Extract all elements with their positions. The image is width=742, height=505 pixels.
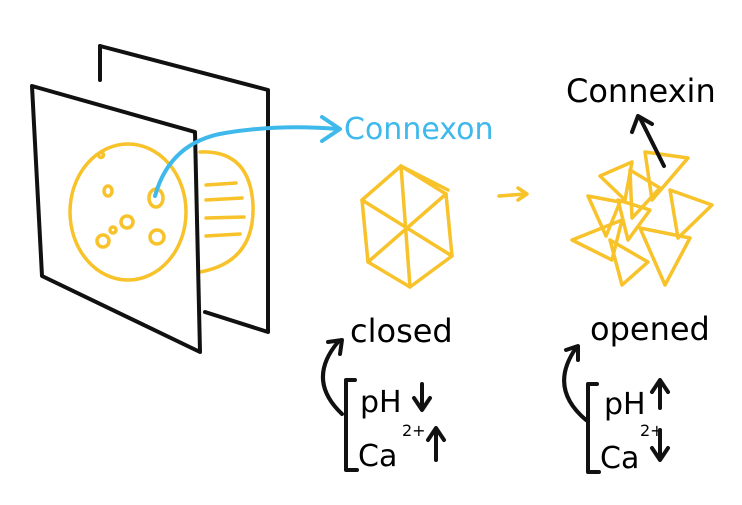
closed-connexon-hexagon <box>360 164 454 289</box>
opened-label: opened <box>590 310 710 348</box>
closed-cycle-arrow <box>321 338 344 416</box>
closed-ph-text: pH <box>360 385 402 420</box>
closed-bracket <box>344 378 359 472</box>
closed-ca-text: Ca <box>358 439 397 474</box>
back-membrane <box>98 44 270 334</box>
transition-arrow <box>497 186 529 202</box>
opened-connexon-triangles <box>570 150 714 287</box>
opened-ca-text: Ca <box>600 441 639 476</box>
arrow-up-icon <box>650 378 670 410</box>
connexon-pointer-arrow <box>153 115 342 198</box>
arrow-up-icon <box>426 426 446 462</box>
opened-ph-text: pH <box>604 387 646 422</box>
arrow-down-icon <box>650 428 670 462</box>
closed-label: closed <box>350 312 453 350</box>
connexin-pointer-arrow <box>630 114 666 168</box>
arrow-down-icon <box>412 382 432 412</box>
connexon-label: Connexon <box>344 112 493 147</box>
opened-bracket <box>586 382 601 474</box>
front-membrane <box>30 84 202 354</box>
opened-ca-charge: 2+ <box>640 421 664 440</box>
gap-junction-channels <box>198 150 255 274</box>
connexin-label: Connexin <box>566 72 716 110</box>
gap-junction-plaque <box>68 142 188 282</box>
opened-cycle-arrow <box>562 344 588 422</box>
closed-ca-charge: 2+ <box>402 421 426 440</box>
